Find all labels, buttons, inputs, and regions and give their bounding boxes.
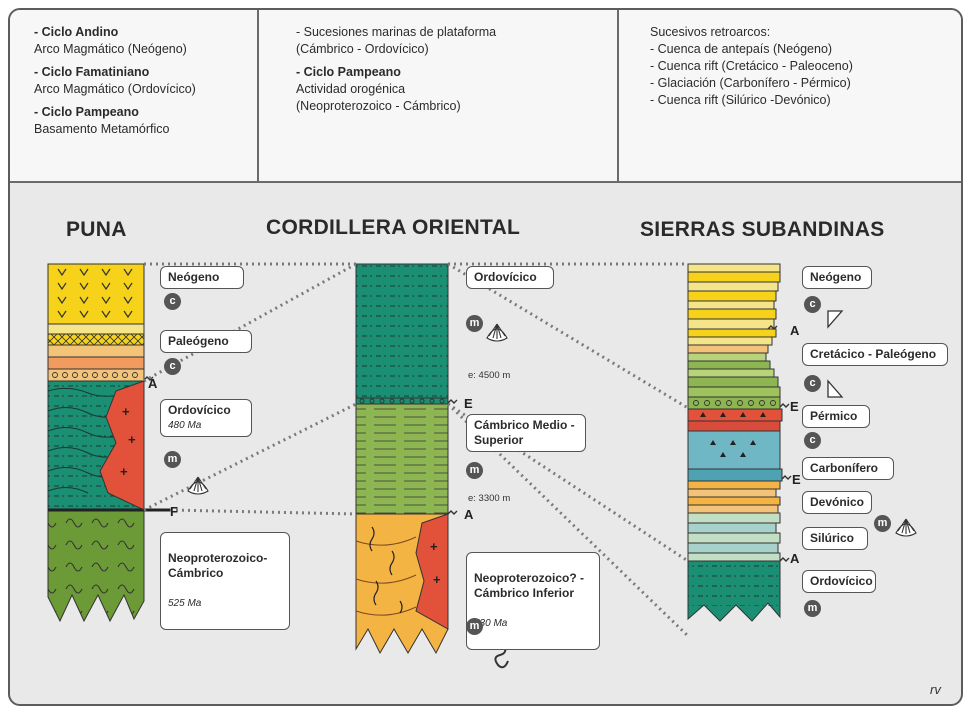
subandinas-title: SIERRAS SUBANDINAS [640, 218, 885, 241]
thickness-label: e: 3300 m [468, 493, 511, 504]
subandinas-column [687, 263, 792, 622]
wedge-icon [827, 310, 844, 329]
cycle-andino-text: Arco Magmático (Neógeno) [34, 42, 187, 56]
continental-badge: c [164, 358, 181, 375]
label-neoproterozoic-name: Neoproterozoico- Cámbrico [168, 551, 268, 580]
label-neoproterozoic: Neoproterozoico- Cámbrico 525 Ma [160, 532, 290, 630]
label-ordovician-name: Ordovícico [168, 403, 231, 417]
marine-badge: m [466, 618, 483, 635]
label-ordovician-age: 480 Ma [168, 420, 202, 431]
cycle-andino-title: - Ciclo Andino [34, 25, 119, 39]
retroarc-intro: Sucesivos retroarcos: [650, 25, 771, 39]
puna-column: + + + [47, 263, 170, 623]
retroarc-item: - Glaciación (Carbonífero - Pérmico) [650, 76, 851, 90]
label-paleogene: Paleógeno [160, 330, 252, 353]
label-ordovician: Ordovícico 480 Ma [160, 399, 252, 437]
paleogene-layer [47, 344, 145, 358]
author-signature: rv [930, 682, 941, 697]
retroarc-item: - Cuenca rift (Cretácico - Paleoceno) [650, 59, 853, 73]
header-divider [257, 10, 259, 181]
stratigraphic-columns: + + + + + [47, 262, 917, 669]
header-col-1: - Ciclo Andino Arco Magmático (Neógeno) … [34, 10, 259, 181]
silurian-layer [687, 512, 781, 524]
cycle-pampeano-title: - Ciclo Pampeano [34, 105, 139, 119]
figure-frame: - Ciclo Andino Arco Magmático (Neógeno) … [8, 8, 963, 706]
boundary-label: A [790, 323, 800, 338]
marine-badge: m [164, 451, 181, 468]
continental-badge: c [804, 296, 821, 313]
thickness-label: e: 4500 m [468, 370, 511, 381]
header-col-3: Sucesivos retroarcos: - Cuenca de antepa… [650, 10, 950, 181]
boundary-label: E [790, 399, 799, 414]
marine-successions-line2: (Cámbrico - Ordovícico) [296, 42, 429, 56]
label-cretaceous: Cretácico - Paleógeno [802, 343, 948, 366]
carboniferous-layer [687, 430, 781, 470]
continental-badge: c [164, 293, 181, 310]
shell-icon [187, 476, 209, 495]
boundary-label: A [464, 507, 474, 522]
label-neogene: Neógeno [160, 266, 244, 289]
cycle-famatiniano-title: - Ciclo Famatiniano [34, 65, 150, 79]
pampeano-text2: (Neoproterozoico - Cámbrico) [296, 99, 461, 113]
label-neoproterozoic-name: Neoproterozoico? - Cámbrico Inferior [474, 571, 584, 600]
header-divider [617, 10, 619, 181]
marine-badge: m [466, 462, 483, 479]
marine-badge: m [466, 315, 483, 332]
plus-mark: + [430, 539, 438, 554]
retroarc-item: - Cuenca rift (Silúrico -Devónico) [650, 93, 831, 107]
label-silurian: Silúrico [802, 527, 868, 550]
granite-intrusion [415, 513, 449, 630]
boundary-label: E [792, 472, 801, 487]
boundary-label: E [464, 396, 473, 411]
boundary-label: A [148, 376, 158, 391]
boundary-label: A [790, 551, 800, 566]
continental-badge: c [804, 432, 821, 449]
pampeano-text1: Actividad orogénica [296, 82, 406, 96]
label-devonian: Devónico [802, 491, 872, 514]
header-col-2: - Sucesiones marinas de plataforma (Cámb… [296, 10, 616, 181]
cretaceous-layer [687, 344, 769, 354]
label-neoproterozoic: Neoproterozoico? - Cámbrico Inferior 530… [466, 552, 600, 650]
marine-badge: m [874, 515, 891, 532]
plus-mark: + [433, 572, 441, 587]
shell-icon [486, 323, 508, 342]
boundary-label: F [170, 504, 178, 519]
label-cambrian: Cámbrico Medio - Superior [466, 414, 586, 452]
cordillera-title: CORDILLERA ORIENTAL [266, 216, 521, 239]
legend-header: - Ciclo Andino Arco Magmático (Neógeno) … [10, 10, 961, 183]
cycle-famatiniano-text: Arco Magmático (Ordovícico) [34, 82, 196, 96]
puna-title: PUNA [66, 218, 127, 241]
label-permian: Pérmico [802, 405, 870, 428]
label-neoproterozoic-age: 530 Ma [474, 618, 508, 629]
retroarc-item: - Cuenca de antepaís (Neógeno) [650, 42, 833, 56]
devonian-layer [687, 480, 781, 490]
marine-successions-line1: - Sucesiones marinas de plataforma [296, 25, 497, 39]
marine-badge: m [804, 600, 821, 617]
label-ordovician: Ordovícico [802, 570, 876, 593]
label-ordovician: Ordovícico [466, 266, 554, 289]
label-neoproterozoic-age: 525 Ma [168, 598, 202, 609]
plus-mark: + [122, 404, 130, 419]
shell-icon [895, 518, 917, 537]
label-neogene: Neógeno [802, 266, 872, 289]
plus-mark: + [120, 464, 128, 479]
cycle-pampeano-text: Basamento Metamórfico [34, 122, 170, 136]
granite-intrusion [99, 380, 145, 511]
cordillera-column: + + [355, 263, 458, 655]
plus-mark: + [128, 432, 136, 447]
continental-badge: c [804, 375, 821, 392]
pampeano-title: - Ciclo Pampeano [296, 65, 401, 79]
label-carboniferous: Carbonífero [802, 457, 894, 480]
wedge-icon [827, 379, 844, 398]
